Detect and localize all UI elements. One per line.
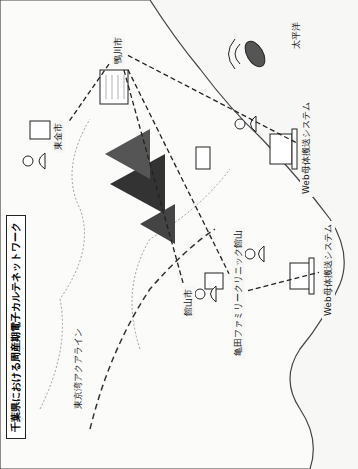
node-text: 館山市 [183,289,194,316]
place-label: 東金市 [52,120,65,153]
place-label: Web母体搬送システム [322,221,335,319]
node-text: Web母体搬送システム [301,102,312,194]
map-label: 東京湾アクアライン [72,328,85,409]
network-link [128,55,297,143]
boundary [40,119,90,409]
place-label: 館山市 [182,286,195,319]
people [23,116,264,302]
node-text: 鴨川市 [113,37,124,64]
mountains [105,129,175,244]
place-label: Web母体搬送システム [300,99,313,197]
buildings [30,70,223,289]
network-link [124,70,183,283]
map-title: 千葉県における周産期電子カルテネットワーク [6,215,26,439]
node-text: 亀田ファミリークリニック館山 [233,230,244,356]
node-text: 東金市 [53,123,64,150]
node-text: Web母体搬送システム [323,224,334,316]
aqua-line-route [90,229,215,429]
network-link [68,64,109,123]
place-label: 亀田ファミリークリニック館山 [232,227,245,359]
windows [106,75,124,99]
land [0,0,344,469]
map-label: 太平洋 [290,22,303,49]
place-label: 鴨川市 [112,34,125,67]
satellite [229,38,269,70]
network-link [248,272,319,290]
